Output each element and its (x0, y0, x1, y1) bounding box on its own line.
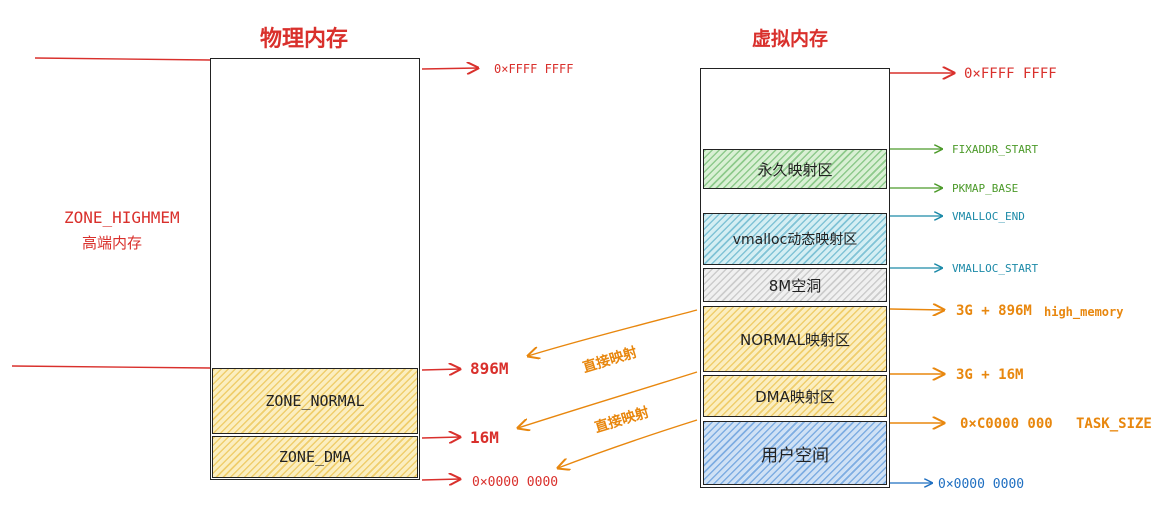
task-size-label: TASK_SIZE (1076, 416, 1152, 432)
phys-addr-896m: 896M (470, 359, 509, 378)
direct-map-arrow-zero (558, 419, 698, 468)
pkmap-base-label: PKMAP_BASE (952, 182, 1019, 195)
zone-highmem-label: ZONE_HIGHMEM (64, 208, 180, 227)
zone-normal-region: ZONE_NORMAL (212, 368, 418, 434)
permanent-map-label: 永久映射区 (757, 160, 833, 179)
direct-map-arrow-896m (528, 309, 698, 356)
arrow-phys-896m (421, 369, 460, 370)
fixaddr-start-label: FIXADDR_START (952, 143, 1039, 156)
hole-8m-label: 8M空洞 (768, 276, 822, 295)
highmem-top-line (34, 57, 211, 61)
arrow-phys-zero (421, 479, 460, 480)
vmalloc-label: vmalloc动态映射区 (732, 232, 858, 248)
dma-map-label: DMA映射区 (755, 387, 835, 406)
phys-addr-top: 0×FFFF FFFF (494, 62, 574, 76)
phys-addr-16m: 16M (470, 428, 499, 447)
arrow-phys-16m (421, 437, 460, 438)
virt-addr-zero: 0×0000 0000 (938, 477, 1025, 492)
arrow-3g-896m (889, 309, 944, 310)
high-memory-label: high_memory (1044, 305, 1124, 319)
zone-normal-label: ZONE_NORMAL (265, 392, 365, 410)
zone-highmem-sublabel: 高端内存 (82, 234, 143, 252)
addr-task-label: 0×C0000 000 (960, 416, 1053, 432)
zone-dma-label: ZONE_DMA (278, 448, 352, 466)
arrow-phys-top (421, 68, 478, 69)
hole-8m-region: 8M空洞 (703, 268, 887, 302)
user-space-region: 用户空间 (703, 421, 887, 485)
zone-dma-region: ZONE_DMA (212, 436, 418, 478)
vmalloc-region: vmalloc动态映射区 (703, 213, 887, 265)
addr-3g-16m-label: 3G + 16M (956, 367, 1024, 383)
dma-map-region: DMA映射区 (703, 375, 887, 417)
vmalloc-start-label: VMALLOC_START (952, 262, 1039, 275)
user-space-label: 用户空间 (761, 445, 829, 466)
phys-addr-zero: 0×0000 0000 (472, 475, 559, 490)
vmalloc-end-label: VMALLOC_END (952, 210, 1025, 223)
virtual-memory-title: 虚拟内存 (752, 28, 829, 50)
permanent-map-region: 永久映射区 (703, 149, 887, 189)
normal-map-region: NORMAL映射区 (703, 306, 887, 372)
normal-map-label: NORMAL映射区 (739, 330, 850, 349)
direct-map-arrow-16m (518, 371, 698, 428)
virt-addr-top: 0×FFFF FFFF (964, 66, 1057, 82)
addr-3g-896m-label: 3G + 896M (956, 303, 1032, 319)
physical-memory-block (210, 58, 420, 480)
physical-memory-title: 物理内存 (260, 27, 349, 52)
virtual-memory-block (700, 68, 890, 488)
highmem-bottom-line (11, 365, 211, 369)
